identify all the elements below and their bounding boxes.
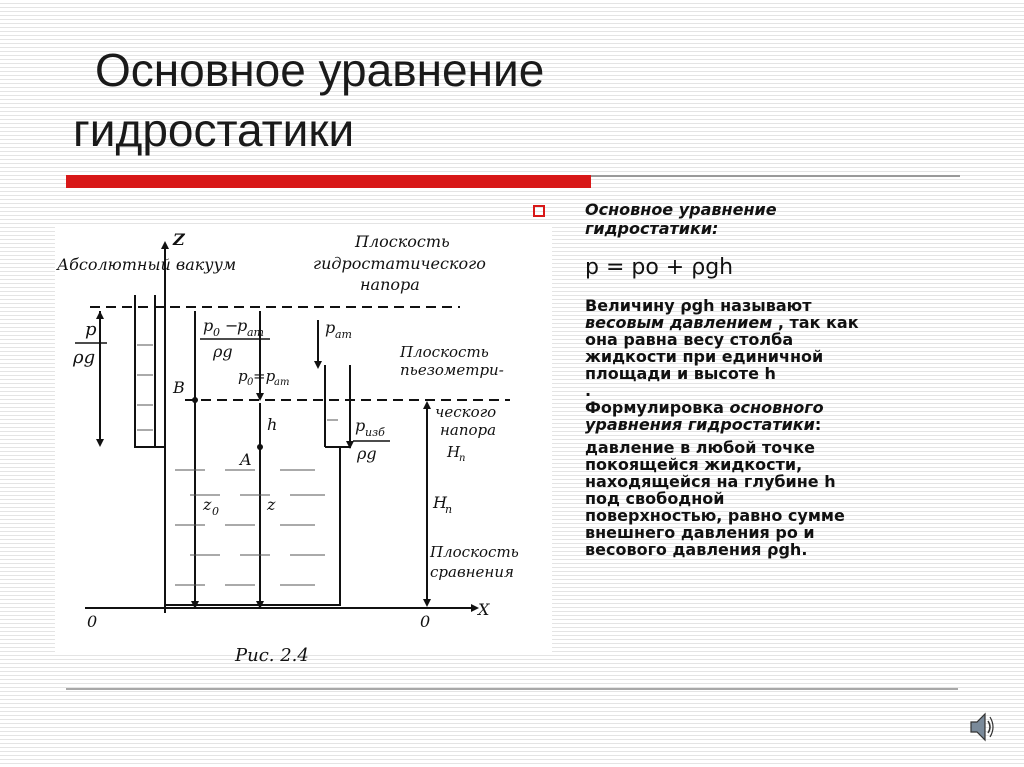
svg-text:п: п <box>445 503 452 516</box>
liquid-hatching <box>137 344 338 586</box>
svg-text:ат: ат <box>335 328 352 341</box>
slide-title-line-1: Основное уравнение <box>95 44 545 96</box>
slide-title: Основное уравнение гидростатики <box>73 40 953 160</box>
origin-right-label: 0 <box>420 612 430 631</box>
vacuum-label: Абсолютный вакуум <box>56 255 236 274</box>
svg-text:изб: изб <box>365 426 385 439</box>
point-a-dot <box>257 444 263 450</box>
svg-text:0: 0 <box>212 505 219 518</box>
plane-cmp-label-2: сравнения <box>430 563 514 581</box>
x-axis-label: X <box>476 600 490 619</box>
svg-text:ат: ат <box>247 326 264 339</box>
svg-text:ρg: ρg <box>356 444 377 463</box>
equation-heading: Основное уравнение гидростатики: <box>585 200 777 238</box>
vessel-walls <box>155 446 341 606</box>
svg-text:0: 0 <box>247 377 254 388</box>
point-a-label: A <box>238 450 252 469</box>
z0-label: z <box>202 495 212 514</box>
footer-divider <box>66 688 958 690</box>
left-tube <box>134 295 156 448</box>
svg-text:п: п <box>459 453 465 464</box>
p-at-label: p <box>325 318 335 337</box>
hydrostatics-diagram-svg: Z Абсолютный вакуум Плоскость гидростати… <box>56 230 519 666</box>
hollow-square-bullet-icon <box>533 205 545 217</box>
hp-label: H <box>432 493 448 512</box>
p-label: p <box>85 319 97 340</box>
plane-hydro-label-2: гидростатического <box>313 254 486 273</box>
p0-label: p <box>203 316 213 335</box>
plane-piezo-label-5: H <box>446 443 461 461</box>
figure-caption: Рис. 2.4 <box>234 645 309 666</box>
svg-text:p: p <box>237 316 247 335</box>
rho-g-label: ρg <box>72 347 95 368</box>
svg-text:ρg: ρg <box>212 342 233 361</box>
right-tube <box>324 365 351 448</box>
svg-text:−: − <box>225 316 238 335</box>
description-block: Основное уравнение гидростатики: p = po … <box>533 200 973 558</box>
weight-pressure-paragraph: Величину ρgh называют весовым давлением … <box>585 296 859 434</box>
plane-piezo-label-4: напора <box>440 421 496 439</box>
p-izb-label: p <box>355 416 365 435</box>
plane-cmp-label-1: Плоскость <box>429 543 519 561</box>
svg-text:0: 0 <box>213 326 220 339</box>
point-b-label: B <box>172 378 185 397</box>
origin-left-label: 0 <box>87 612 97 631</box>
plane-piezo-label-2: пьезометри- <box>400 361 504 379</box>
title-underline-red <box>66 175 591 188</box>
title-underline-gray <box>591 175 960 177</box>
point-b-dot <box>192 397 198 403</box>
plane-hydro-label-3: напора <box>360 275 420 294</box>
h-label: h <box>267 415 277 434</box>
svg-text:=p: =p <box>253 367 276 385</box>
p0-eq-pat-label: p <box>238 367 248 385</box>
hydrostatics-diagram: Z Абсолютный вакуум Плоскость гидростати… <box>55 225 552 666</box>
plane-piezo-label-3: ческого <box>435 403 496 421</box>
plane-piezo-label-1: Плоскость <box>399 343 489 361</box>
z-axis-label: Z <box>172 230 186 249</box>
formulation-paragraph: давление в любой точке покоящейся жидкос… <box>585 438 845 559</box>
svg-text:ат: ат <box>274 377 289 388</box>
slide-title-line-2: гидростатики <box>73 104 355 156</box>
plane-hydro-label-1: Плоскость <box>354 232 450 251</box>
z-label: z <box>266 495 276 514</box>
equation-formula: p = po + ρgh <box>585 255 734 280</box>
speaker-icon[interactable] <box>968 710 994 744</box>
